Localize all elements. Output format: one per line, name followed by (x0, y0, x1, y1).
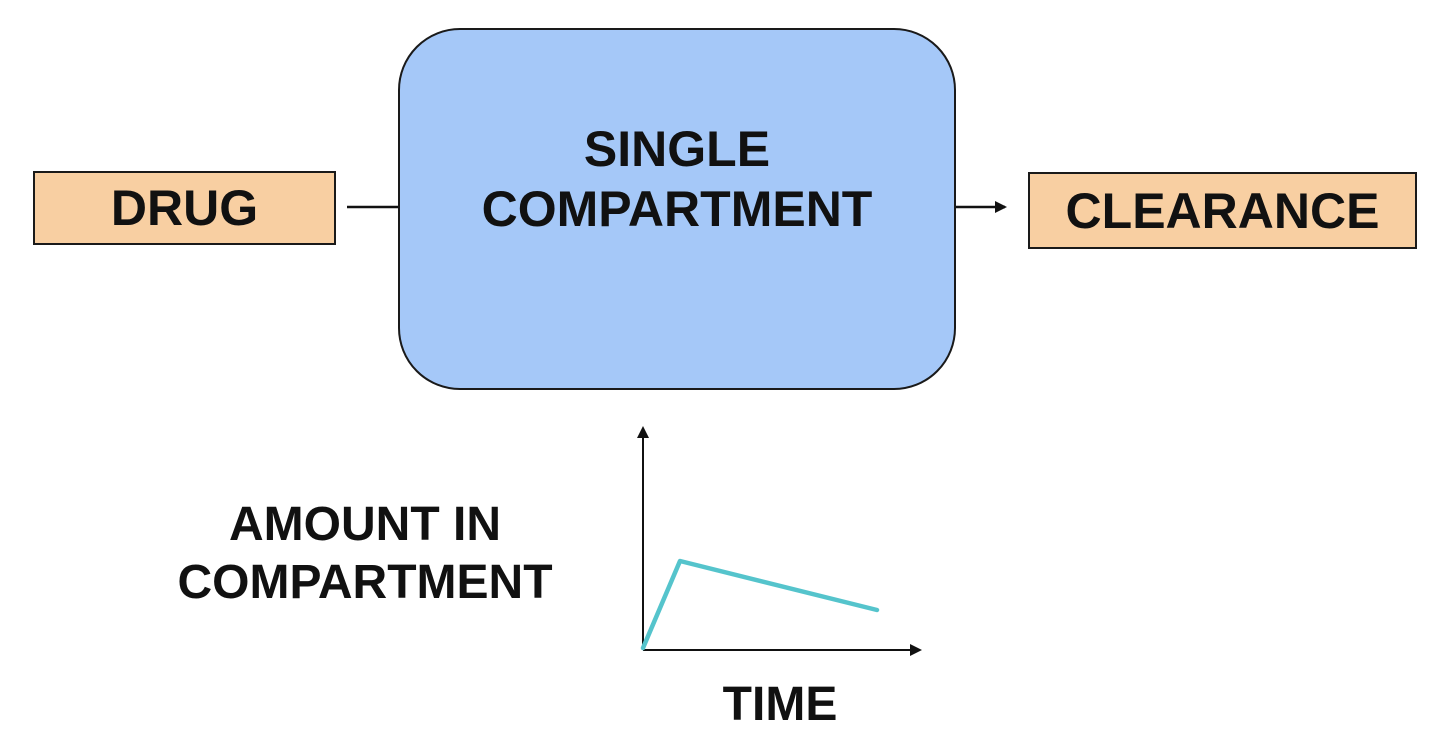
clearance-box: CLEARANCE (1028, 172, 1417, 249)
drug-label: DRUG (110, 180, 259, 236)
plot-x-label: TIME (722, 678, 838, 731)
compartment-label-line1: SINGLE (583, 121, 771, 177)
plot-y-label-line2: COMPARTMENT (177, 556, 553, 609)
plot-y-label: AMOUNT IN COMPARTMENT (140, 496, 590, 612)
amount-curve (640, 558, 880, 651)
plot-y-label-line1: AMOUNT IN (229, 498, 501, 551)
single-compartment-box: SINGLE COMPARTMENT (398, 28, 956, 390)
clearance-label: CLEARANCE (1065, 182, 1380, 239)
compartment-label-line2: COMPARTMENT (481, 181, 873, 237)
drug-box: DRUG (33, 171, 336, 245)
